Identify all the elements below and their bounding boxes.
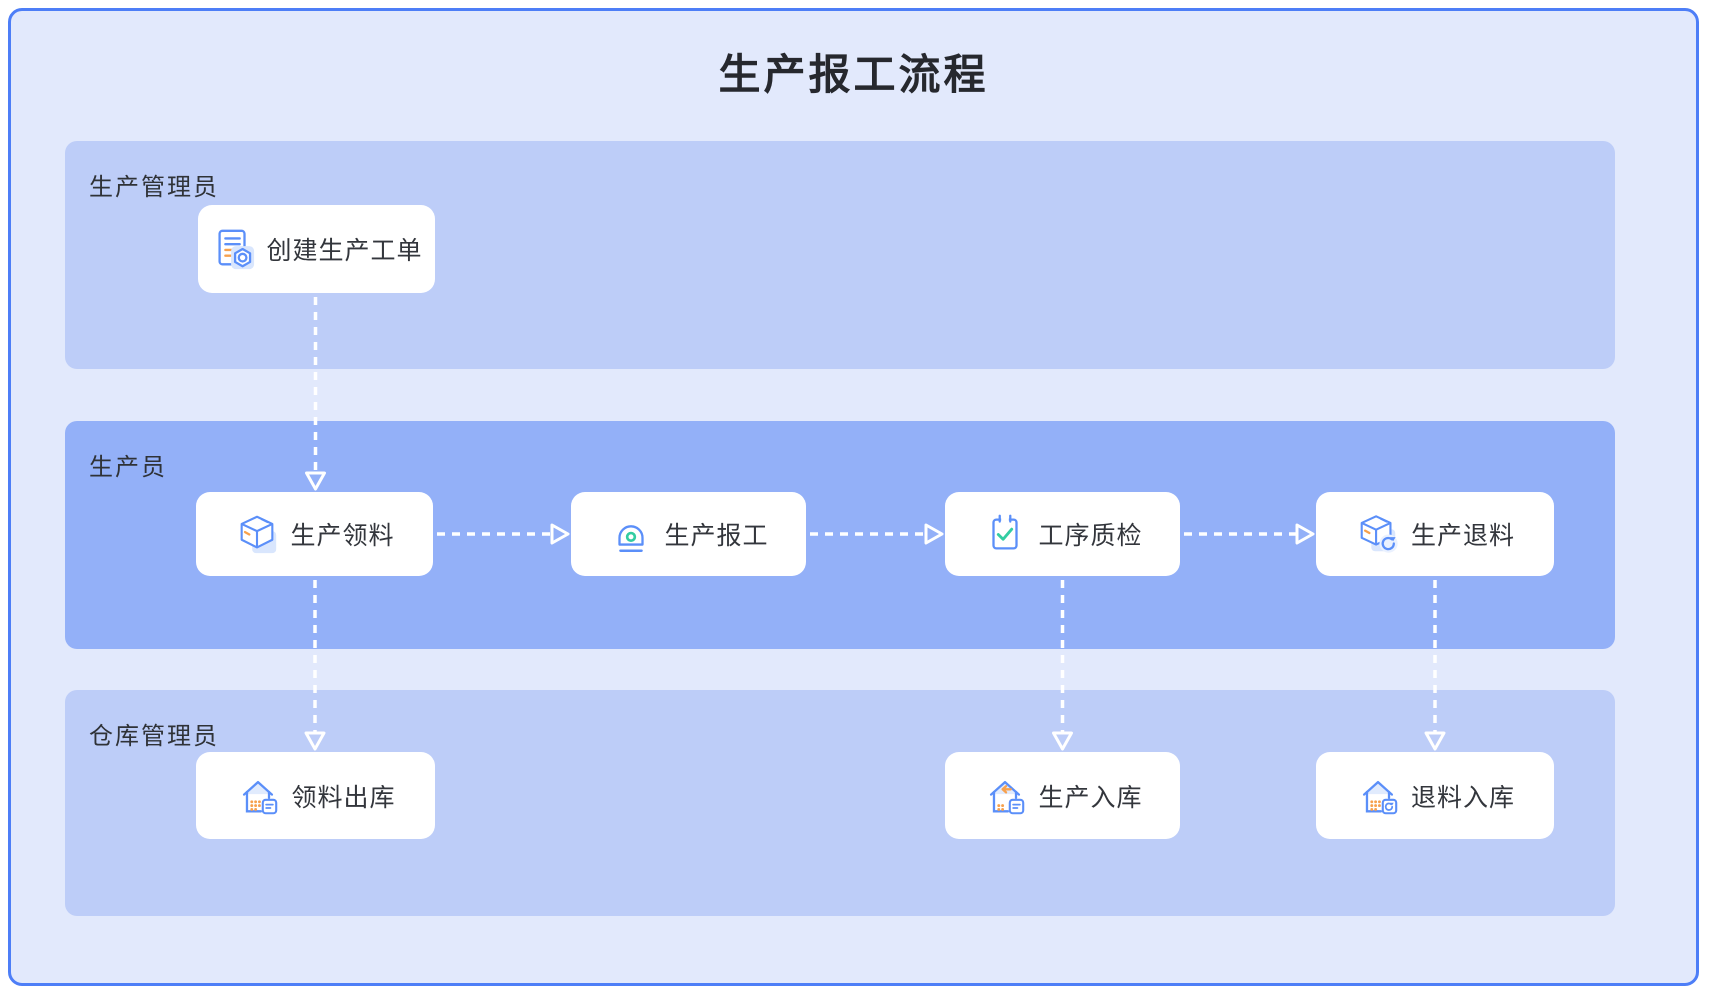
node-label: 生产入库 [1038,783,1143,812]
node-label: 退料入库 [1410,783,1515,812]
node-return-inbound: 退料入库 [1316,752,1554,839]
warehouse-in-icon [990,780,1025,814]
node-label: 工序质检 [1038,522,1143,550]
cube-icon [241,515,277,554]
lane-warehouse-admin: 仓库管理员 领料出库 [65,690,1615,916]
node-label: 创建生产工单 [266,237,423,265]
node-label: 生产退料 [1410,522,1515,550]
lane-label: 生产员 [89,454,167,481]
page-title: 生产报工流程 [718,51,989,98]
node-picking-outbound: 领料出库 [196,752,435,839]
node-label: 生产领料 [290,522,395,550]
lane-label: 生产管理员 [89,174,219,201]
warehouse-out-icon [243,780,278,814]
node-production-inbound: 生产入库 [945,752,1180,839]
clipboard-check-icon [992,514,1019,550]
document-gear-icon [218,229,255,270]
node-label: 领料出库 [291,783,396,812]
lane-production-worker: 生产员 生产领料 生产报工 [65,421,1615,649]
siren-icon [618,525,645,553]
lane-production-admin: 生产管理员 创建生产工单 [65,141,1615,369]
warehouse-return-icon [1362,780,1398,814]
cube-return-icon [1360,515,1398,553]
flow-canvas: 生产报工流程 生产管理员 创建生产工单 生产员 [8,8,1699,986]
node-work-report: 生产报工 [571,492,806,576]
node-label: 生产报工 [664,522,769,550]
node-material-return: 生产退料 [1316,492,1554,576]
node-material-picking: 生产领料 [196,492,433,576]
node-process-qc: 工序质检 [945,492,1180,576]
node-create-work-order: 创建生产工单 [198,205,435,293]
lane-label: 仓库管理员 [89,723,219,750]
